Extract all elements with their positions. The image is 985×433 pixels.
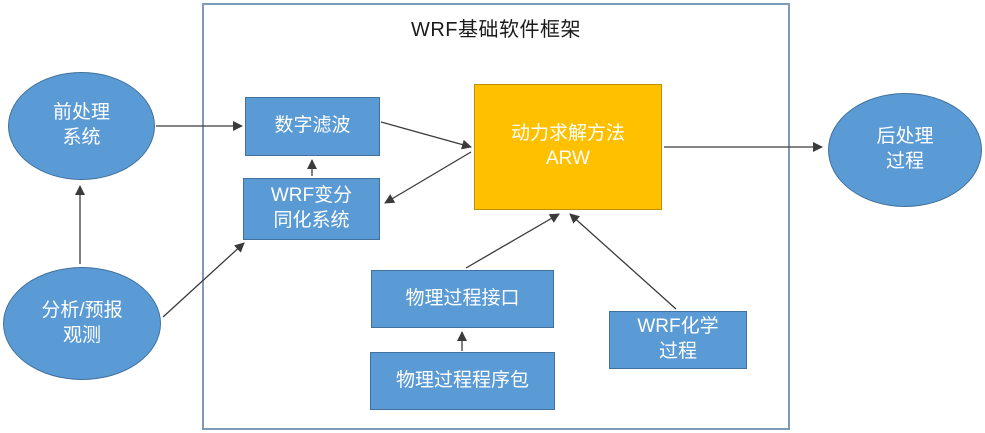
node-wrf-chemistry: WRF化学 过程 — [609, 311, 747, 369]
node-wrf-chem-label: WRF化学 过程 — [637, 316, 719, 362]
node-physics-interface: 物理过程接口 — [371, 270, 554, 328]
diagram-title: WRF基础软件框架 — [410, 19, 582, 41]
node-physics-package: 物理过程程序包 — [370, 352, 555, 410]
node-wrf-var-label: WRF变分 同化系统 — [270, 185, 353, 231]
framework-boundary-box — [202, 3, 790, 430]
node-preprocess-system: 前处理 系统 — [8, 72, 155, 180]
node-digital-filter: 数字滤波 — [245, 97, 380, 156]
node-dynamic-solver-arw: 动力求解方法 ARW — [474, 84, 662, 210]
node-digital-filter-label: 数字滤波 — [274, 115, 351, 137]
node-phys-interface-label: 物理过程接口 — [405, 287, 520, 309]
node-postprocess: 后处理 过程 — [828, 93, 982, 207]
node-postprocess-label: 后处理 过程 — [876, 126, 934, 172]
node-analysis-label: 分析/预报 观测 — [41, 299, 123, 346]
node-analysis-forecast-observation: 分析/预报 观测 — [3, 267, 161, 380]
node-preprocess-label: 前处理 系统 — [52, 102, 110, 148]
node-wrf-variational-assimilation: WRF变分 同化系统 — [243, 178, 380, 240]
node-phys-package-label: 物理过程程序包 — [395, 369, 529, 391]
node-arw-label: 动力求解方法 ARW — [510, 123, 625, 169]
